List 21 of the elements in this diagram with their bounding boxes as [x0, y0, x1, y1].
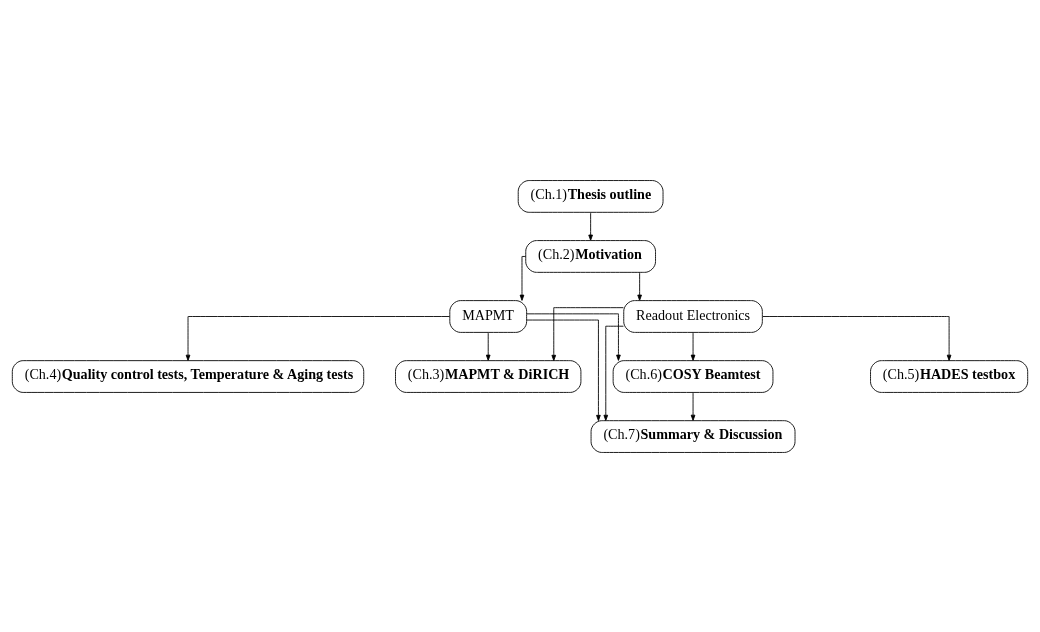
arrow: [637, 271, 642, 301]
node-box: (Ch.5)HADES testbox: [870, 359, 1029, 393]
node-box: (Ch.7)Summary & Discussion: [590, 419, 796, 453]
arrow: [690, 331, 696, 361]
node-box: MAPMT: [449, 299, 528, 333]
arrow: [690, 391, 696, 421]
node-box: (Ch.6)COSY Beamtest: [612, 359, 774, 393]
node-box: Readout Electronics: [623, 299, 763, 333]
node-box: (Ch.4)Quality control tests, Temperature & Aging tests: [11, 359, 365, 393]
arrow: [588, 211, 593, 241]
arrow: [519, 255, 527, 301]
arrow: [526, 319, 601, 421]
node-box: (Ch.2)Motivation: [525, 239, 656, 273]
node-box: (Ch.3)MAPMT & DiRICH: [395, 359, 582, 393]
node-box: (Ch.1)Thesis outline: [517, 179, 664, 213]
arrow: [485, 331, 491, 361]
arrow: [526, 312, 621, 361]
arrow: [185, 315, 451, 361]
arrow: [603, 325, 624, 421]
arrow: [762, 315, 952, 361]
arrow: [551, 306, 624, 361]
